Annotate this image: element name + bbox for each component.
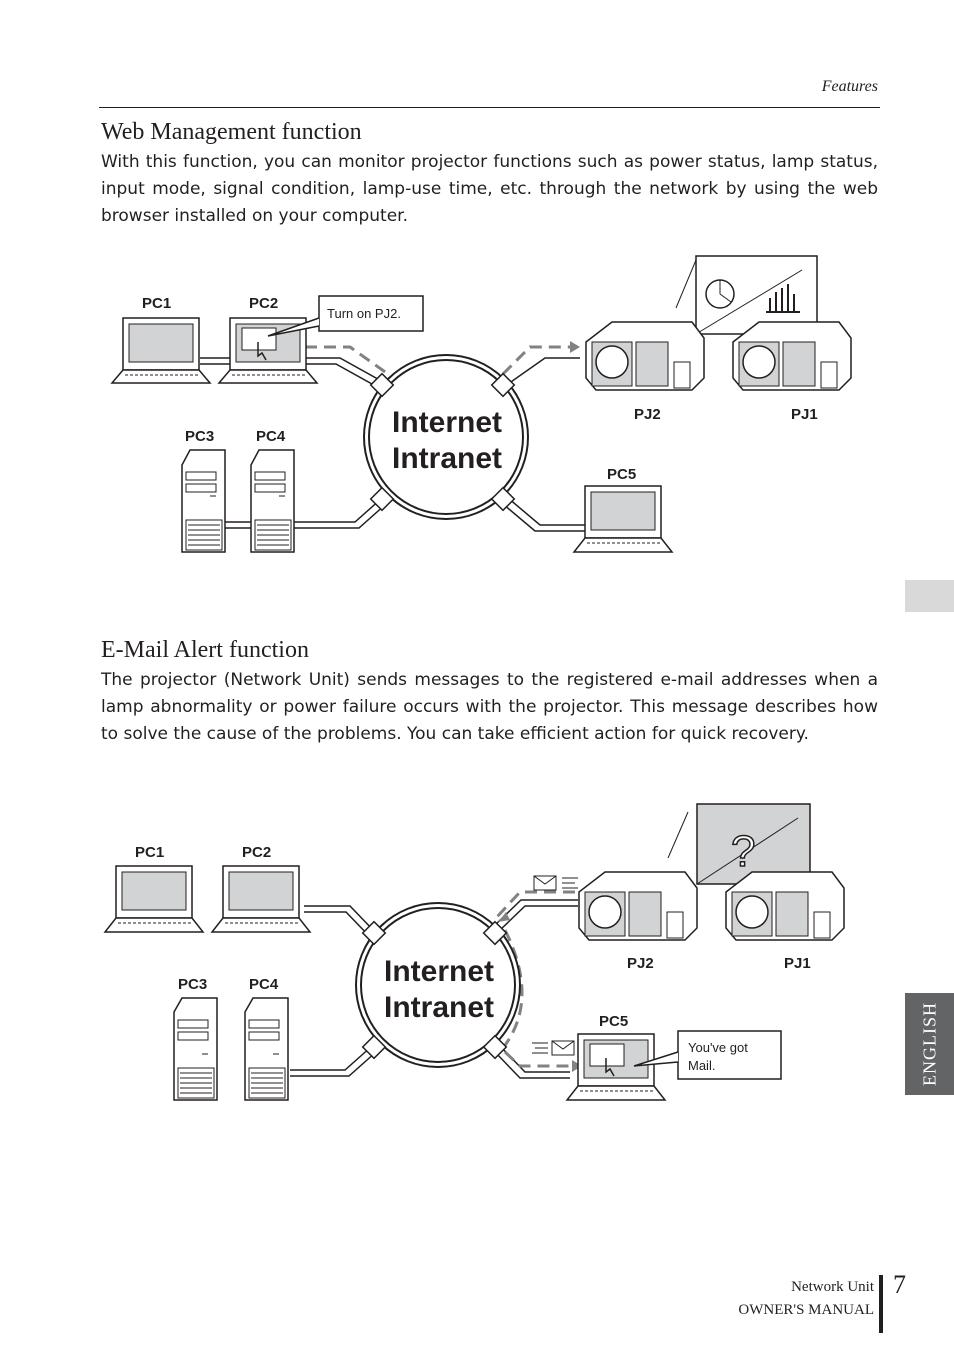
email-alert-title: E-Mail Alert function — [101, 637, 309, 663]
web-management-diagram: Internet Intranet PC1 PC2 Turn on PJ2. — [0, 250, 954, 570]
cloud-label-internet: Internet — [392, 406, 502, 439]
footer-manual-name: OWNER'S MANUAL — [738, 1302, 874, 1318]
pc3-tower-icon — [181, 449, 226, 553]
running-header: Features — [821, 78, 878, 95]
header-rule — [99, 107, 880, 108]
mail-label-pc1: PC1 — [135, 844, 164, 861]
error-screen-icon: ? — [667, 803, 811, 885]
pc1-laptop-icon — [110, 317, 212, 384]
email-alert-diagram: Internet Intranet PC1 PC2 PC3 PC4 — [0, 800, 954, 1110]
web-management-body: With this function, you can monitor proj… — [101, 152, 878, 226]
mail-callout-line2: Mail. — [688, 1058, 715, 1073]
pc5-laptop-icon — [565, 1033, 667, 1101]
mail-label-pc3: PC3 — [178, 976, 207, 993]
cloud-label-intranet: Intranet — [392, 442, 502, 475]
pc2-laptop-icon — [217, 317, 319, 384]
mail-label-pj2: PJ2 — [627, 955, 654, 972]
pj2-projector-icon — [578, 871, 698, 941]
web-label-pc5: PC5 — [607, 466, 636, 483]
email-alert-body: The projector (Network Unit) sends messa… — [101, 670, 878, 744]
mail-label-pc2: PC2 — [242, 844, 271, 861]
mail-callout-line1: You've got — [688, 1040, 748, 1055]
pc4-tower-icon — [250, 449, 295, 553]
language-tab: ENGLISH — [905, 993, 954, 1095]
question-mark-glyph: ? — [731, 827, 755, 876]
page-number: 7 — [893, 1270, 906, 1299]
pc1-laptop-icon — [103, 865, 205, 933]
cloud-label-internet: Internet — [384, 955, 494, 988]
web-label-pc4: PC4 — [256, 428, 286, 445]
pj1-projector-icon — [732, 321, 852, 391]
mail-envelope-icon — [533, 875, 578, 891]
web-label-pj2: PJ2 — [634, 406, 661, 423]
web-label-pc3: PC3 — [185, 428, 214, 445]
footer-product-name: Network Unit — [791, 1279, 874, 1295]
web-label-pj1: PJ1 — [791, 406, 818, 423]
cloud-label-intranet: Intranet — [384, 991, 494, 1024]
mail-label-pj1: PJ1 — [784, 955, 811, 972]
mail-label-pc5: PC5 — [599, 1013, 628, 1030]
pj1-projector-icon — [725, 871, 845, 941]
web-label-pc2: PC2 — [249, 295, 278, 312]
mail-label-pc4: PC4 — [249, 976, 279, 993]
web-management-title: Web Management function — [101, 119, 362, 145]
side-tab-marker — [905, 580, 954, 612]
web-label-pc1: PC1 — [142, 295, 171, 312]
pj2-projector-icon — [585, 321, 705, 391]
pc4-tower-icon — [244, 997, 289, 1101]
pc3-tower-icon — [173, 997, 218, 1101]
projection-screen-icon — [675, 255, 818, 335]
mail-envelope-icon — [532, 1040, 575, 1056]
language-tab-label: ENGLISH — [919, 1002, 939, 1086]
pc2-laptop-icon — [210, 865, 312, 933]
web-callout-text: Turn on PJ2. — [327, 306, 401, 321]
footer-rule — [879, 1275, 883, 1333]
pc5-laptop-icon — [572, 485, 674, 553]
